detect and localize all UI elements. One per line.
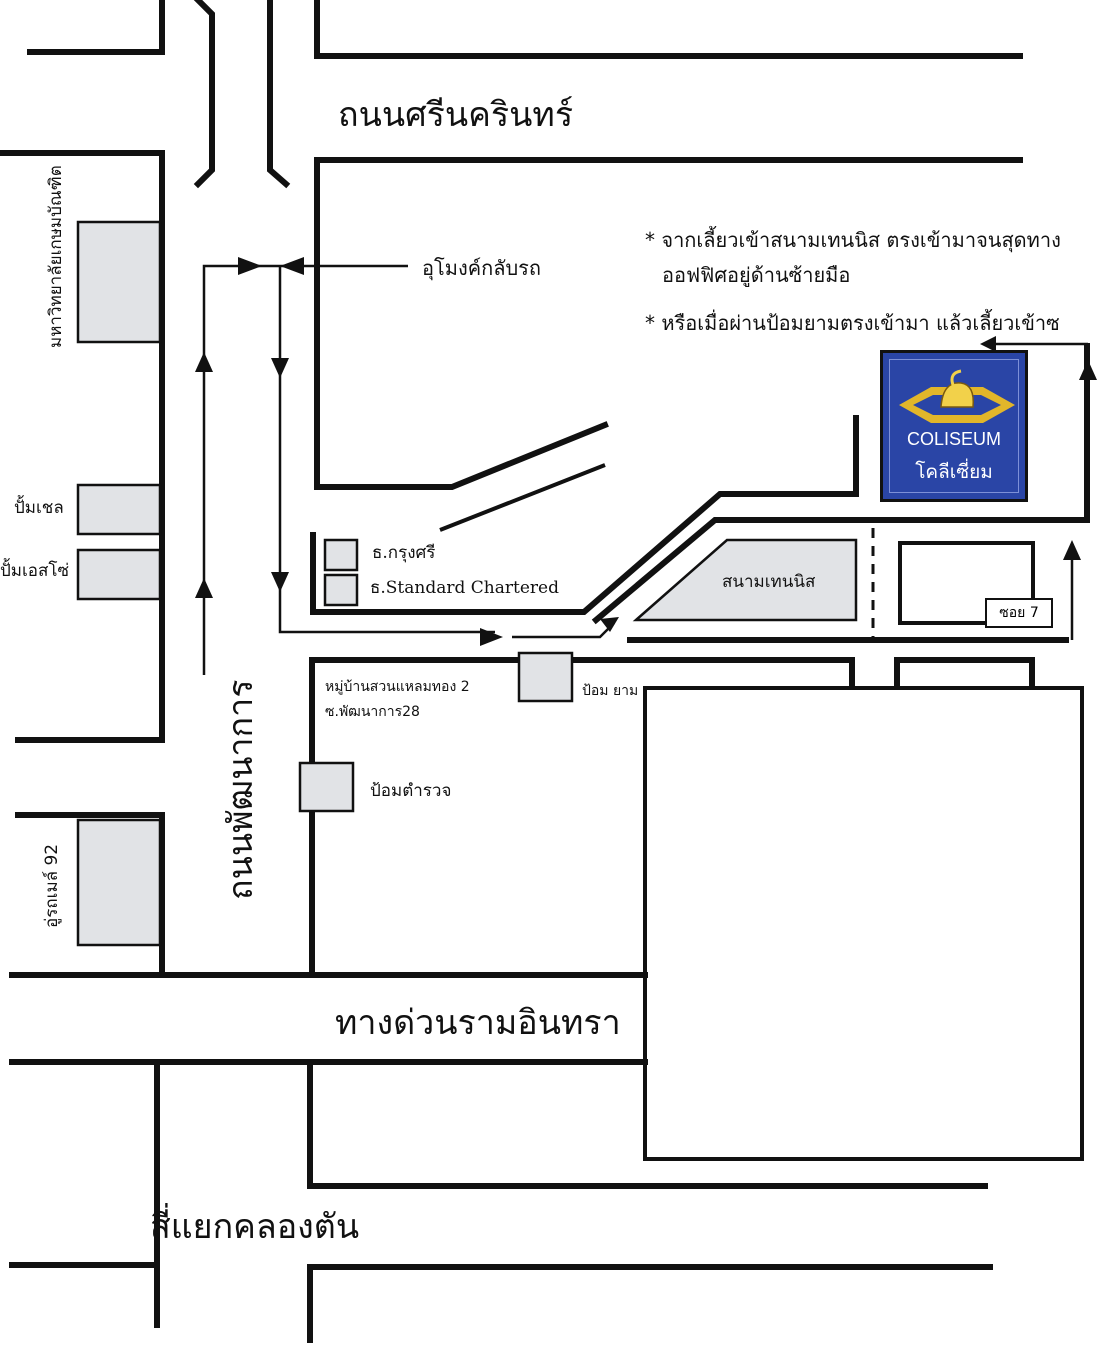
standard-chartered-bldg (323, 573, 359, 607)
arrow-diag-icon (600, 617, 619, 632)
arrow-left-icon (980, 336, 996, 352)
university-label: มหาวิทยาลัยเกษมบัณฑิต (46, 165, 66, 348)
standard-chartered-label: ธ.Standard Chartered (370, 578, 559, 598)
arrow-left-icon (280, 257, 304, 275)
khlong-tan-label: สี่แยกคลองตัน (150, 1207, 360, 1247)
road-edge (0, 150, 165, 743)
route-line (202, 264, 408, 675)
coliseum-logo: COLISEUM โคลีเซี่ยม (880, 350, 1028, 502)
road-edge (894, 657, 1035, 691)
logo-name-en: COLISEUM (906, 429, 1002, 449)
road-edge (439, 463, 606, 532)
arrow-up-icon (195, 352, 213, 372)
road-edge (9, 1059, 160, 1328)
village-label: หมู่บ้านสวนแหลมทอง 2 (325, 679, 470, 695)
soi7-label: ซอย 7 (985, 598, 1053, 628)
route-line (512, 622, 615, 639)
arrow-right-icon (238, 257, 262, 275)
arrow-up-icon (1063, 540, 1081, 560)
route-line (278, 266, 495, 634)
ayudhya-bank-label: ธ.กรุงศรี (372, 543, 436, 563)
university-bldg (76, 220, 162, 344)
coliseum-emblem-icon (899, 369, 1015, 423)
arrow-down-icon (271, 358, 289, 378)
esso-bldg (76, 548, 162, 601)
arrow-right-icon (480, 628, 503, 646)
direction-note-1b: ออฟฟิศอยู่ด้านซ้ายมือ (662, 263, 851, 287)
esso-label: ปั้มเอสโซ่ (0, 561, 70, 581)
shell-label: ปั้มเชล (14, 498, 64, 518)
road-edge (307, 1264, 993, 1343)
u-turn-tunnel-label: อุโมงค์กลับรถ (422, 256, 541, 280)
arrow-up-icon (1079, 360, 1097, 380)
shell-bldg (76, 483, 162, 536)
arrow-up-icon (195, 578, 213, 598)
soi-phatthanakan-label: ซ.พัฒนาการ28 (325, 704, 420, 720)
road-edge (307, 1059, 988, 1189)
road-edge (310, 415, 859, 615)
road-srinakarin-label: ถนนศรีนครินทร์ (338, 95, 574, 135)
large-block (643, 686, 1084, 1161)
bus-depot-label: อู่รถเมล์ 92 (42, 843, 62, 928)
direction-note-1: * จากเลี้ยวเข้าสนามเทนนิส ตรงเข้ามาจนสุด… (645, 228, 1061, 252)
road-edge (9, 812, 165, 978)
road-edge (314, 157, 609, 490)
police-box-bldg (298, 761, 355, 813)
police-box-label: ป้อมตำรวจ (370, 781, 452, 801)
road-median (267, 0, 291, 189)
guard-post-bldg (517, 651, 574, 703)
road-phatthanakan-label: ถนนพัฒนาการ (221, 679, 261, 900)
road-edge (314, 0, 1023, 59)
bus-depot-bldg (76, 818, 162, 947)
ayudhya-bank-bldg (323, 538, 359, 572)
arrow-down-icon (271, 572, 289, 592)
road-median (193, 0, 215, 189)
road-edge (27, 0, 165, 55)
tennis-court-shape (632, 538, 858, 622)
tennis-court-label: สนามเทนนิส (722, 572, 816, 592)
direction-note-2: * หรือเมื่อผ่านป้อมยามตรงเข้ามา แล้วเลี้… (645, 311, 1060, 335)
logo-name-th: โคลีเซี่ยม (915, 461, 993, 483)
road-edge (309, 657, 855, 978)
guard-post-label: ป้อม ยาม (582, 683, 639, 699)
road-ramintra-label: ทางด่วนรามอินทรา (335, 1003, 621, 1043)
